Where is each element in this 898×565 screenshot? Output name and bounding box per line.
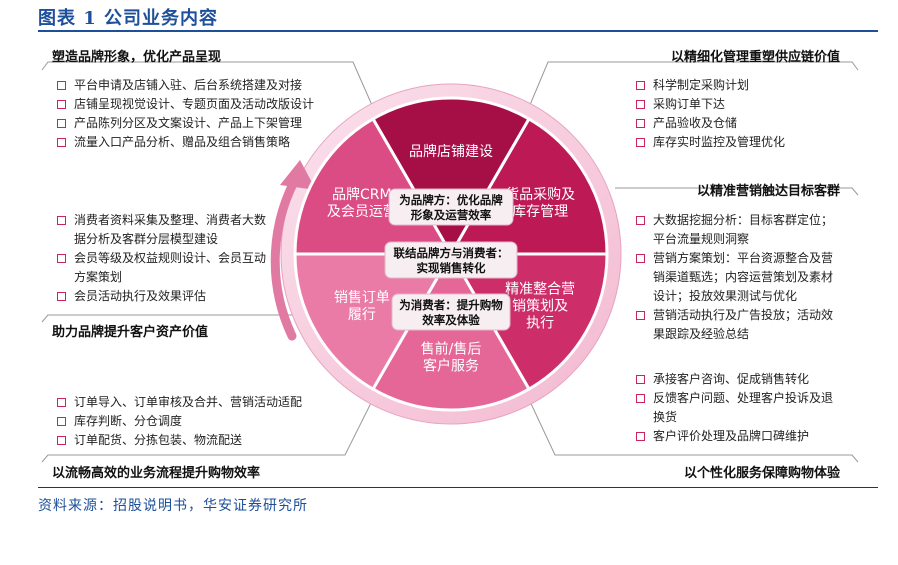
connector-bot-right [526,394,859,463]
list-item: 库存实时监控及管理优化 [635,133,850,152]
panel-heading-bottom-left: 以流畅高效的业务流程提升购物效率 [52,466,261,481]
center-box-label: 为消费者：提升购物效率及体验 [399,298,503,327]
panel-list-middle-right: 大数据挖掘分析：目标客群定位；平台流量规则洞察营销方案策划：平台资源整合及营销渠… [635,211,840,344]
panel-heading-top-right: 以精细化管理重塑供应链价值 [670,50,840,65]
list-item: 库存判断、分仓调度 [56,412,356,431]
list-item: 反馈客户问题、处理客户投诉及退换货 [635,389,840,427]
list-item: 订单配货、分拣包装、物流配送 [56,431,356,450]
connector-mid-right [615,187,859,196]
wheel-segment-label-line: 精准整合营 [505,281,575,297]
panel-list-middle-left: 消费者资料采集及整理、消费者大数据分析及客群分层模型建设会员等级及权益规则设计、… [56,211,268,306]
list-item: 流量入口产品分析、赠品及组合销售策略 [56,133,356,152]
cycle-arrowhead [280,160,316,190]
wheel-segment-label-line: 品牌店铺建设 [409,143,493,160]
source-divider [38,487,878,488]
list-item: 会员等级及权益规则设计、会员互动方案策划 [56,249,268,287]
connector-lines [41,61,859,463]
list-item: 产品陈列分区及文案设计、产品上下架管理 [56,114,356,133]
center-box-label-line: 效率及体验 [422,313,480,327]
wheel-segment-label: 售前/售后客户服务 [421,340,482,374]
center-box [384,241,518,279]
source-note: 资料来源：招股说明书，华安证券研究所 [38,498,308,514]
wheel-segment [370,96,532,258]
wheel-segment-label-line: 及会员运营 [327,204,397,220]
wheel-segment-label-line: 货品采购及 [505,186,575,203]
list-item: 科学制定采购计划 [635,76,850,95]
center-box-label-line: 为消费者：提升购物 [399,298,503,312]
center-box [391,293,511,331]
center-label-boxes: 为品牌方：优化品牌形象及运营效率联结品牌方与消费者：实现销售转化为消费者：提升购… [384,188,518,331]
center-box-label-line: 实现销售转化 [417,261,486,275]
wheel-segment-label: 精准整合营销策划及执行 [505,281,575,331]
list-item: 客户评价处理及品牌口碑维护 [635,427,840,446]
wheel-segment-label-line: 销售订单 [334,290,390,306]
wheel-segment-label: 销售订单履行 [334,290,390,323]
wheel-segment-label: 品牌店铺建设 [409,143,493,160]
wheel-segment [370,250,532,412]
list-item: 产品验收及仓储 [635,114,850,133]
figure-title: 图表 1 公司业务内容 [38,8,219,29]
panel-heading-middle-left: 助力品牌提升客户资产价值 [52,325,209,340]
list-item: 承接客户咨询、促成销售转化 [635,370,840,389]
wheel-segment-label-line: 售前/售后 [421,340,482,357]
list-item: 采购订单下达 [635,95,850,114]
panel-list-top-right: 科学制定采购计划采购订单下达产品验收及仓储库存实时监控及管理优化 [635,76,850,152]
wheel-segment-label-line: 销策划及 [512,297,568,314]
panel-list-bottom-left: 订单导入、订单审核及合并、营销活动适配库存判断、分仓调度订单配货、分拣包装、物流… [56,393,356,450]
wheel-segment [448,252,609,392]
center-box [388,188,514,226]
list-item: 营销方案策划：平台资源整合及营销渠道甄选；内容运营策划及素材设计；投放效果测试与… [635,249,840,306]
business-wheel-diagram: 品牌店铺建设货品采购及库存管理精准整合营销策划及执行售前/售后客户服务销售订单履… [41,61,859,463]
wheel-segment-label: 货品采购及库存管理 [505,186,575,220]
wheel-segment-label-line: 品牌CRM [332,186,392,203]
list-item: 会员活动执行及效果评估 [56,287,268,306]
wheel-segment-label-line: 履行 [348,307,376,323]
center-box-label-line: 形象及运营效率 [411,208,492,222]
connector-mid-left [41,314,292,323]
title-divider [38,30,878,32]
list-item: 大数据挖掘分析：目标客群定位；平台流量规则洞察 [635,211,840,249]
center-box-label: 联结品牌方与消费者：实现销售转化 [394,246,509,275]
wheel-segment-label-line: 执行 [526,315,554,331]
connector-top-right [526,61,859,113]
panel-list-top-left: 平台申请及店铺入驻、后台系统搭建及对接店铺呈现视觉设计、专题页面及活动改版设计产… [56,76,356,152]
center-box-label-line: 为品牌方：优化品牌 [399,193,503,207]
connector-top-left [41,61,376,113]
center-box-label: 为品牌方：优化品牌形象及运营效率 [399,193,503,222]
list-item: 消费者资料采集及整理、消费者大数据分析及客群分层模型建设 [56,211,268,249]
list-item: 店铺呈现视觉设计、专题页面及活动改版设计 [56,95,356,114]
panel-heading-middle-right: 以精准营销触达目标客群 [696,184,840,199]
panel-heading-bottom-right: 以个性化服务保障购物体验 [683,466,840,481]
wheel-segment [293,252,454,392]
panel-list-bottom-right: 承接客户咨询、促成销售转化反馈客户问题、处理客户投诉及退换货客户评价处理及品牌口… [635,370,840,446]
center-box-label-line: 联结品牌方与消费者： [394,246,509,260]
list-item: 平台申请及店铺入驻、后台系统搭建及对接 [56,76,356,95]
wheel-segment-label-line: 库存管理 [512,204,568,220]
list-item: 订单导入、订单审核及合并、营销活动适配 [56,393,356,412]
wheel-segment-label-line: 客户服务 [423,357,479,374]
panel-heading-top-left: 塑造品牌形象，优化产品呈现 [52,50,222,65]
list-item: 营销活动执行及广告投放；活动效果跟踪及经验总结 [635,306,840,344]
cycle-arrow [270,166,305,341]
connector-bot-left [41,394,376,463]
